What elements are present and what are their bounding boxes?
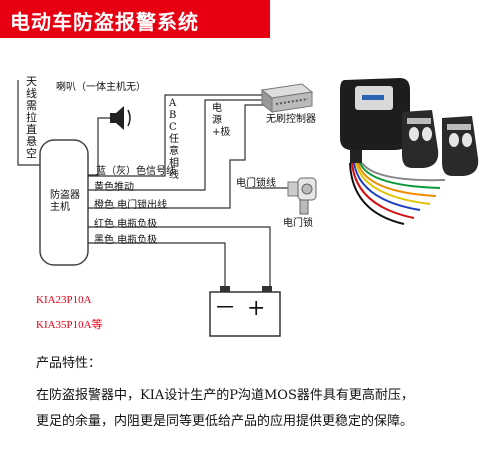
title-banner: 电动车防盗报警系统 [0,0,270,38]
features-line-1: 在防盗报警器中，KIA设计生产的P沟道MOS器件具有更高耐压， [36,388,414,403]
electric-lock-icon [287,177,317,215]
lock-label: 电门锁 [283,218,313,229]
lock-wire-label: 电门锁线 [236,178,276,189]
wire-label-blue: 蓝（灰）色信号线 [96,166,176,177]
alarm-host-box [39,139,89,266]
alarm-host-label: 防盗器主机 [50,190,80,213]
features-line-2: 更足的余量，内阻更是同等更低给产品的应用提供更稳定的保障。 [36,414,414,429]
abc-phase-label: ABC任意相线 [169,98,179,181]
wire-label-orange: 橙色 电门锁出线 [94,200,168,211]
controller-icon [260,83,314,114]
controller-label: 无刷控制器 [266,114,316,125]
model-2: KIA35P10A等 [36,319,103,331]
speaker-icon [110,106,131,130]
red-wire [88,226,271,292]
remote-fob-1-icon [402,110,439,168]
antenna-label: 天线需拉直悬空 [26,75,37,160]
speaker-wire [88,117,110,176]
battery-plus: + [247,296,266,321]
model-1: KIA23P10A [36,294,92,306]
wire-label-black: 黑色 电瓶负极 [94,235,158,246]
wire-bundle-icon [349,162,446,225]
power-label: 电源+极 [212,103,231,138]
alarm-main-unit-icon [340,78,410,164]
battery-minus: － [214,296,237,321]
page-title: 电动车防盗报警系统 [10,10,199,34]
speaker-label: 喇叭（一体主机无） [56,82,146,93]
features-title: 产品特性： [36,356,102,371]
wire-label-yellow: 黄色推动 [94,182,134,193]
wire-label-red: 红色 电瓶负极 [94,219,158,230]
remote-fob-2-icon [442,116,479,176]
lock-out-wire [88,104,263,209]
battery-icon [209,286,281,337]
signal-wire [88,94,263,177]
black-wire [88,242,226,292]
antenna-wire [17,80,40,166]
push-wire [88,99,263,191]
